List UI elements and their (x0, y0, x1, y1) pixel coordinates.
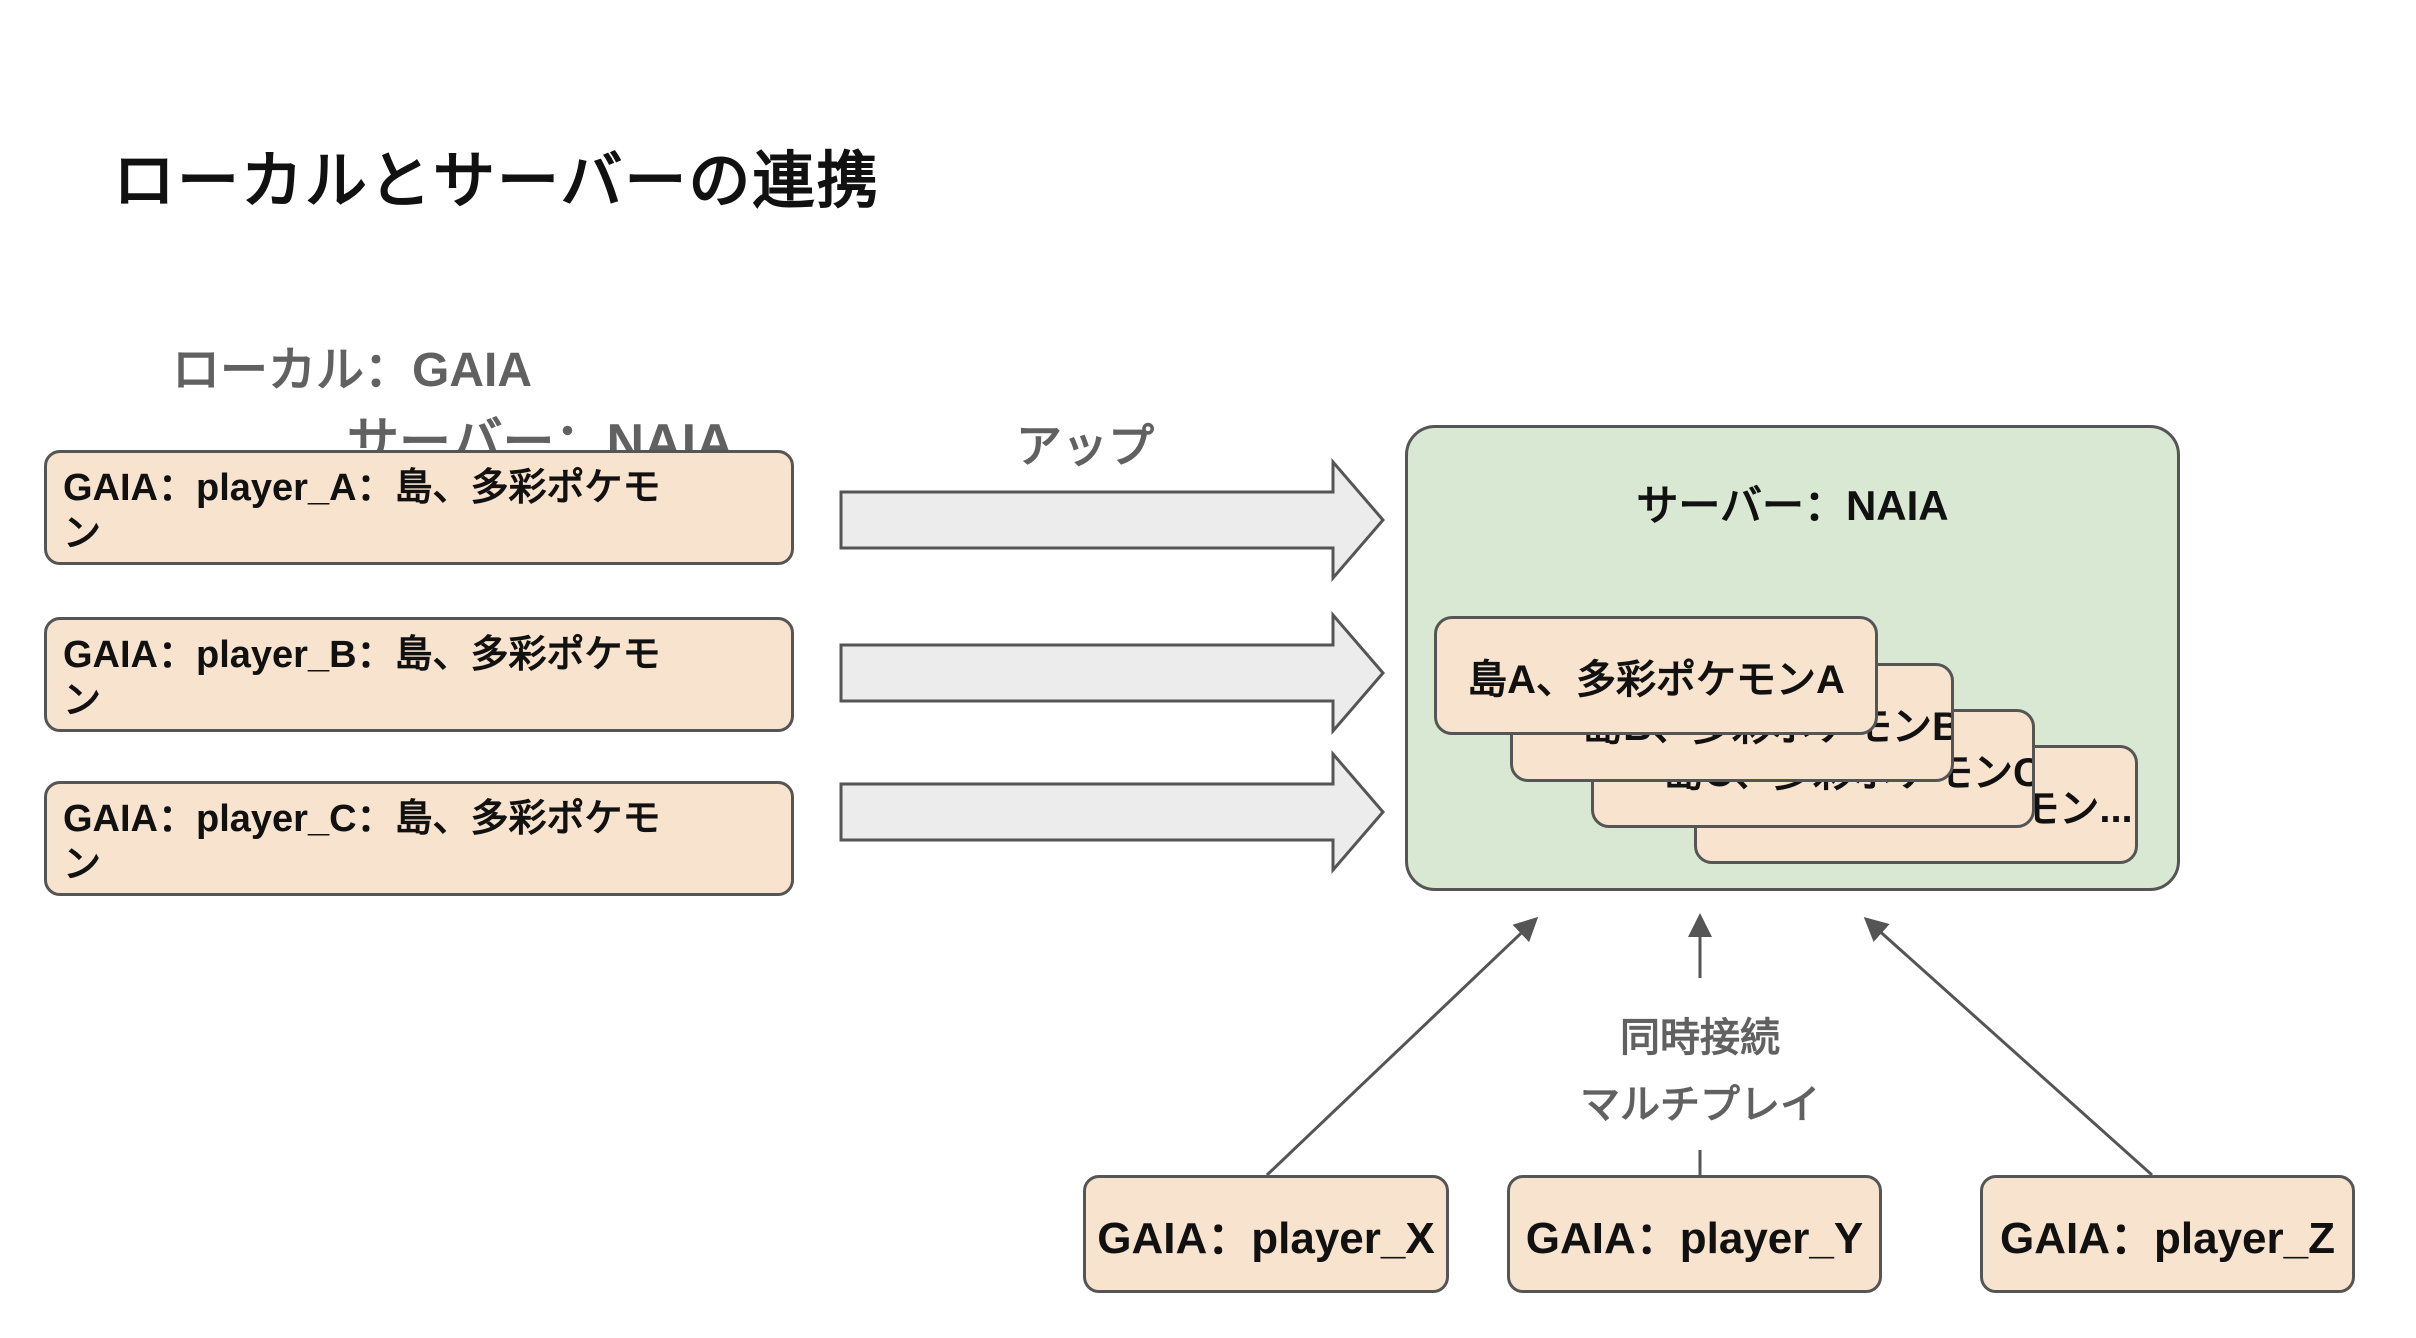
server-card-island-a-text: 島A、多彩ポケモンA (1467, 657, 1845, 702)
local-box-player-a-line2: ン (63, 513, 102, 555)
upload-block-arrow-3 (839, 749, 1385, 875)
local-box-player-c-line1: GAIA：player_C：島、多彩ポケモ (63, 798, 661, 840)
label-upload: アップ (1016, 420, 1154, 472)
slide-title: ローカルとサーバーの連携 (113, 147, 881, 216)
client-box-player-y-text: GAIA：player_Y (1525, 1214, 1864, 1263)
label-local-gaia: ローカル：GAIA (172, 344, 533, 397)
local-box-player-a-line1: GAIA：player_A：島、多彩ポケモ (63, 467, 661, 509)
label-concurrent-connection: 同時接続 (1620, 1016, 1780, 1060)
local-box-player-b-line1: GAIA：player_B：島、多彩ポケモ (63, 634, 661, 676)
client-box-player-x: GAIA：player_X (1083, 1175, 1449, 1293)
label-multiplay: マルチプレイ (1580, 1083, 1820, 1127)
local-box-player-c-line2: ン (63, 844, 102, 886)
local-box-player-a: GAIA：player_A：島、多彩ポケモ ン (44, 450, 794, 565)
local-box-player-c: GAIA：player_C：島、多彩ポケモ ン (44, 781, 794, 896)
server-naia-title: サーバー：NAIA (1636, 482, 1949, 529)
local-box-player-b: GAIA：player_B：島、多彩ポケモ ン (44, 617, 794, 732)
server-card-island-a: 島A、多彩ポケモンA (1434, 616, 1878, 735)
connector-player-x-arrow (1265, 916, 1539, 1177)
connector-player-z-arrow (1863, 916, 2154, 1177)
client-box-player-z-text: GAIA：player_Z (2000, 1214, 2335, 1263)
client-box-player-y: GAIA：player_Y (1507, 1175, 1882, 1293)
client-box-player-z: GAIA：player_Z (1980, 1175, 2355, 1293)
client-box-player-x-text: GAIA：player_X (1097, 1214, 1435, 1263)
upload-block-arrow-1 (839, 457, 1385, 583)
upload-block-arrow-2 (839, 610, 1385, 736)
local-box-player-b-line2: ン (63, 680, 102, 722)
